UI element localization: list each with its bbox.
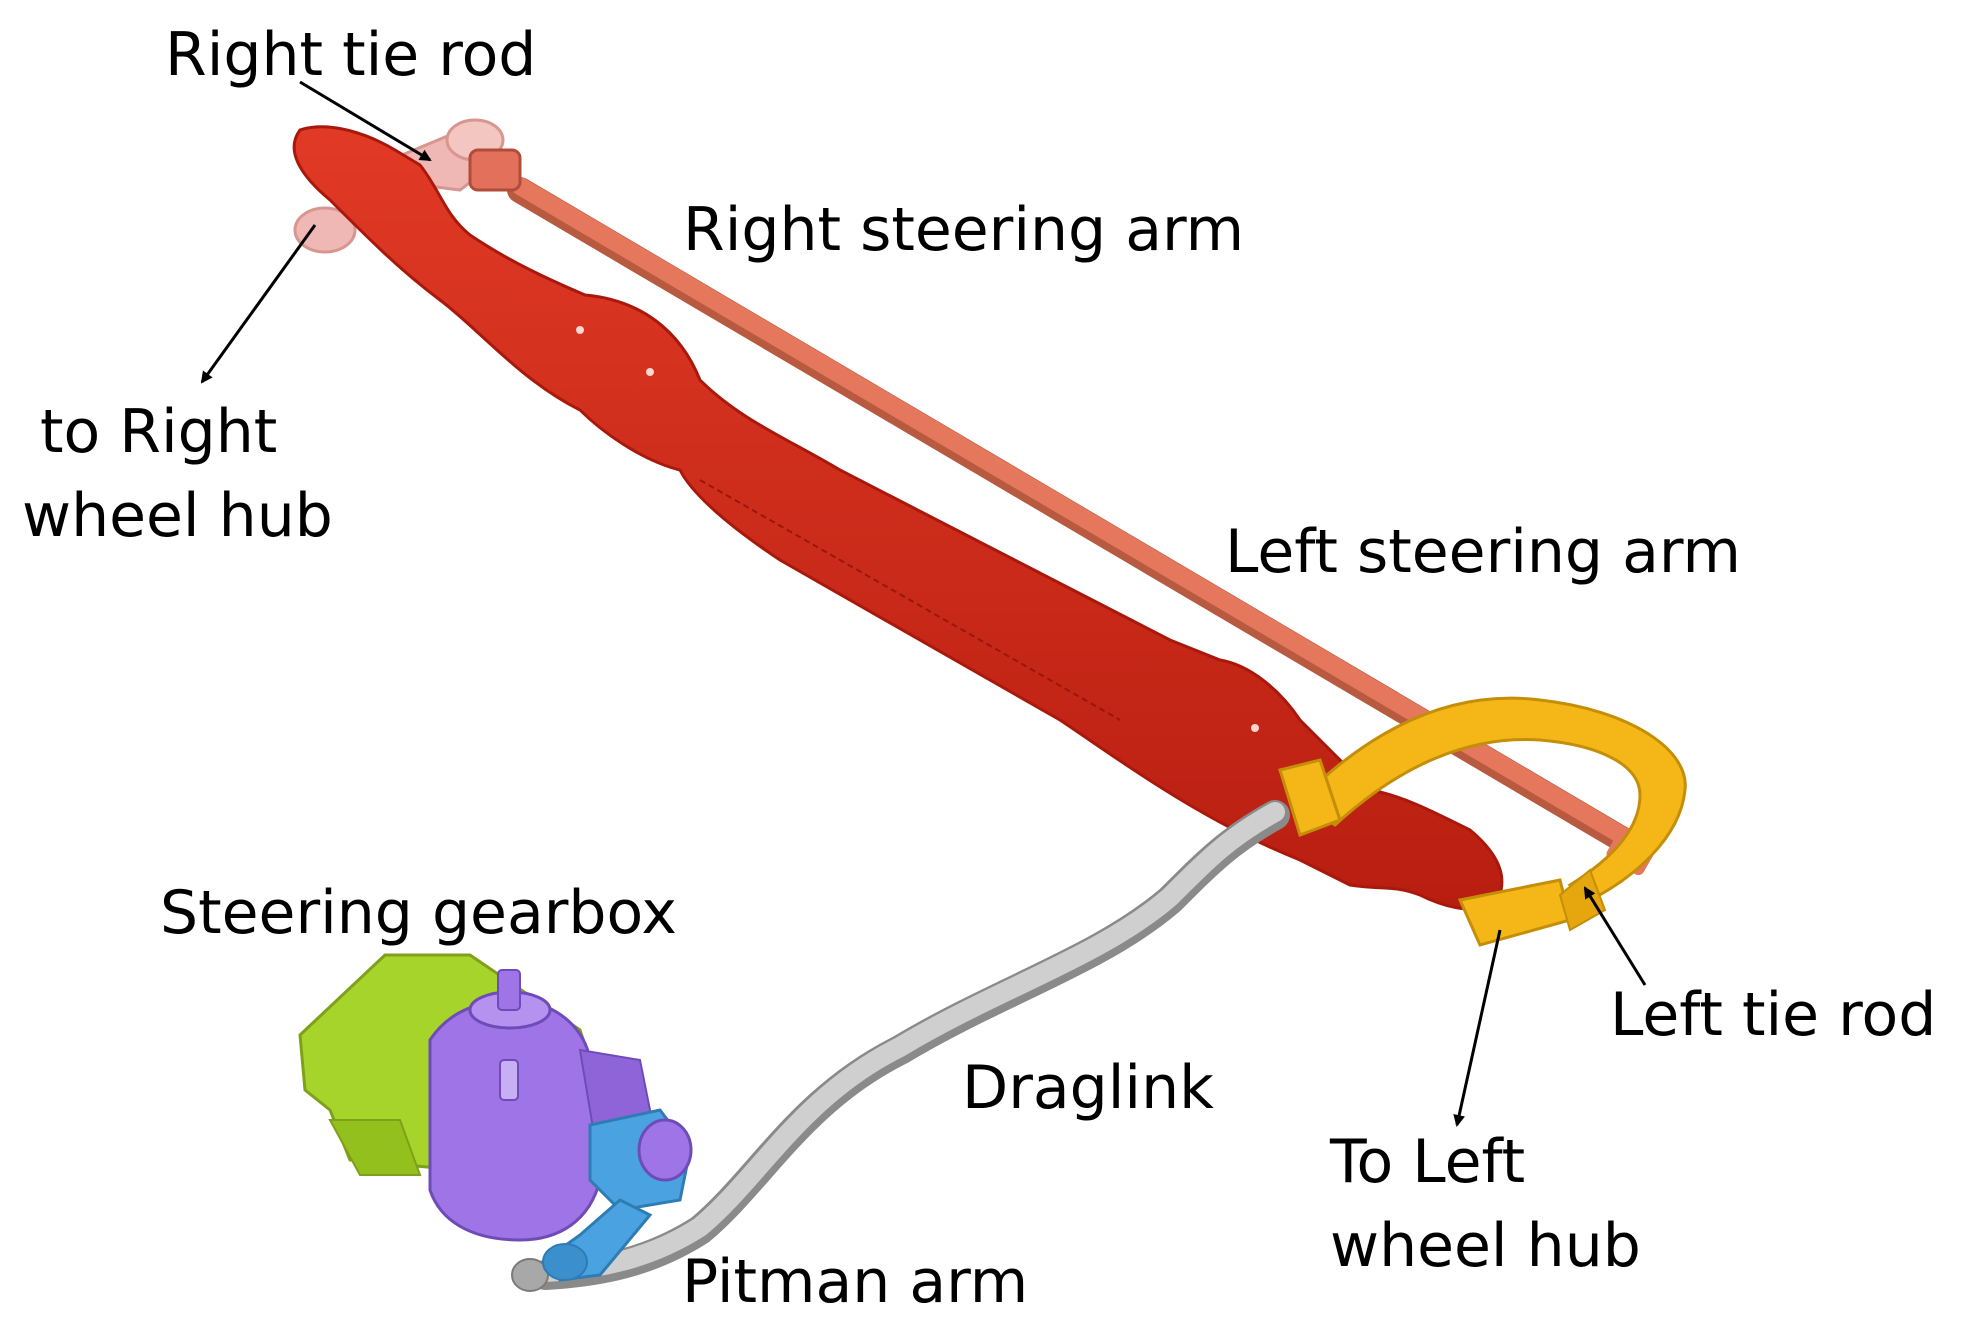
left-tie-rod (1278, 696, 1687, 947)
arrow-left-tie-rod (1583, 886, 1647, 986)
label-to-left-wheel-hub: To Left wheel hub (1330, 1120, 1641, 1288)
draglink (511, 800, 1290, 1292)
label-left-steering-arm: Left steering arm (1225, 517, 1741, 587)
arrow-to-right-wheel-hub (200, 224, 317, 384)
label-right-tie-rod: Right tie rod (165, 20, 537, 90)
label-draglink: Draglink (962, 1053, 1214, 1123)
label-right-steering-arm: Right steering arm (683, 195, 1245, 265)
label-to-left-wheel-hub-line1: To Left (1330, 1127, 1526, 1197)
arrow-to-left-wheel-hub (1453, 929, 1502, 1127)
label-steering-gearbox: Steering gearbox (160, 878, 677, 948)
label-to-right-wheel-hub-line1: to Right (40, 397, 278, 467)
annotation-arrows (200, 80, 1647, 1127)
steering-gearbox (298, 953, 662, 1242)
label-left-tie-rod: Left tie rod (1610, 980, 1937, 1050)
label-to-left-wheel-hub-line2: wheel hub (1330, 1211, 1641, 1281)
label-to-right-wheel-hub: to Right wheel hub (22, 390, 333, 558)
pitman-arm (542, 1108, 693, 1282)
label-pitman-arm: Pitman arm (682, 1247, 1029, 1317)
arrow-right-tie-rod (299, 80, 432, 162)
label-to-right-wheel-hub-line2: wheel hub (22, 481, 333, 551)
